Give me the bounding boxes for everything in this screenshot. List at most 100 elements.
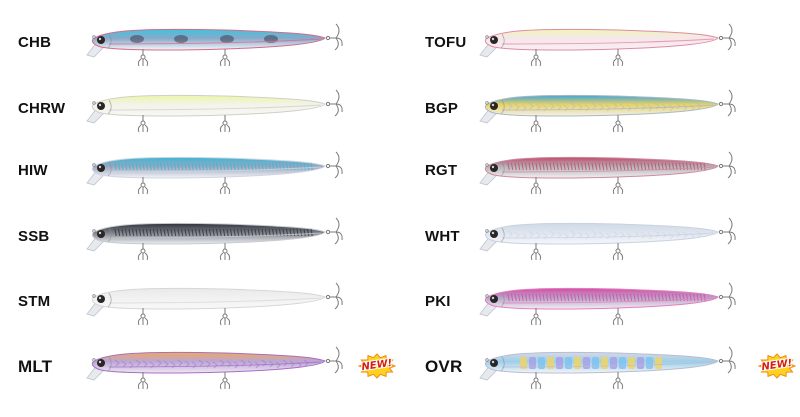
new-badge: NEW! <box>357 353 397 379</box>
lure-wht-image <box>479 217 736 261</box>
lure-pattern <box>507 293 706 302</box>
color-row-ssb: SSB <box>0 205 400 271</box>
lure-eye <box>490 230 498 238</box>
lure-pki-image <box>479 282 736 326</box>
lure-chb-image <box>86 23 343 67</box>
new-badge-label: NEW! <box>760 357 793 374</box>
middle-treble-hook <box>219 49 231 67</box>
rear-treble-hook <box>330 346 343 374</box>
lure-hiw-image <box>86 151 343 195</box>
lure-pattern <box>507 102 702 112</box>
color-row-ovr: OVR NEW! <box>400 334 800 400</box>
middle-treble-hook <box>219 177 231 195</box>
lure-body <box>91 28 326 51</box>
lure-eye <box>97 164 105 172</box>
front-treble-hook <box>530 115 542 133</box>
color-code-label: MLT <box>18 357 53 376</box>
lure-body <box>484 287 719 310</box>
rear-treble-hook <box>330 151 343 179</box>
middle-treble-hook <box>612 177 624 195</box>
lure-eye <box>490 36 498 44</box>
lure-body <box>91 222 326 245</box>
color-code-label: BGP <box>425 100 459 117</box>
left-color-column: CHB CHRW HIW SSB STM MLT NEW! <box>0 11 400 400</box>
middle-treble-hook <box>219 308 231 326</box>
front-treble-hook <box>530 372 542 390</box>
middle-treble-hook <box>612 49 624 67</box>
rear-treble-hook <box>723 217 736 245</box>
rear-treble-hook <box>330 282 343 310</box>
color-code-label: STM <box>18 293 51 310</box>
front-treble-hook <box>137 243 149 261</box>
lure-body <box>484 156 719 179</box>
lure-eye <box>97 295 105 303</box>
new-badge-label: NEW! <box>360 357 393 374</box>
color-code-label: SSB <box>18 228 50 245</box>
rear-treble-hook <box>723 23 736 51</box>
middle-treble-hook <box>612 372 624 390</box>
lure-eye <box>97 359 105 367</box>
lure-eye <box>490 102 498 110</box>
right-color-column: TOFU BGP RGT WHT PKI OVR NEW! <box>400 0 800 417</box>
color-code-label: CHB <box>18 34 52 51</box>
lure-body <box>91 156 326 179</box>
starburst-icon <box>357 353 397 379</box>
color-code-label: CHRW <box>18 100 66 117</box>
front-treble-hook <box>137 115 149 133</box>
lure-chrw-image <box>86 89 343 133</box>
lure-bgp-image <box>479 89 736 133</box>
rear-treble-hook <box>330 89 343 117</box>
color-code-label: TOFU <box>425 34 467 51</box>
color-row-mlt: MLT NEW! <box>0 334 400 400</box>
lure-body <box>91 94 326 117</box>
color-code-label: WHT <box>425 228 460 245</box>
color-code-label: RGT <box>425 162 458 179</box>
color-code-label: HIW <box>18 162 48 179</box>
starburst-icon <box>757 353 797 379</box>
middle-treble-hook <box>612 243 624 261</box>
lure-ovr-image <box>479 346 736 390</box>
new-badge: NEW! <box>757 353 797 379</box>
color-row-tofu: TOFU <box>400 11 800 77</box>
front-treble-hook <box>530 308 542 326</box>
lure-eye <box>97 230 105 238</box>
lure-tofu-image <box>479 23 736 67</box>
rear-treble-hook <box>723 151 736 179</box>
lure-mlt-image <box>86 346 343 390</box>
lure-pattern <box>507 162 706 171</box>
rear-treble-hook <box>723 282 736 310</box>
lure-body <box>91 287 326 310</box>
color-code-label: PKI <box>425 293 451 310</box>
front-treble-hook <box>137 177 149 195</box>
middle-treble-hook <box>219 115 231 133</box>
middle-treble-hook <box>612 115 624 133</box>
front-treble-hook <box>137 49 149 67</box>
front-treble-hook <box>530 177 542 195</box>
front-treble-hook <box>137 372 149 390</box>
lure-eye <box>490 359 498 367</box>
color-row-pki: PKI <box>400 270 800 336</box>
middle-treble-hook <box>219 243 231 261</box>
lure-rgt-image <box>479 151 736 195</box>
lure-eye <box>97 36 105 44</box>
color-code-label: OVR <box>425 357 463 376</box>
middle-treble-hook <box>612 308 624 326</box>
front-treble-hook <box>137 308 149 326</box>
rear-treble-hook <box>723 89 736 117</box>
lure-body <box>484 28 719 51</box>
lure-pattern <box>520 357 662 369</box>
rear-treble-hook <box>330 23 343 51</box>
lure-ssb-image <box>86 217 343 261</box>
color-row-bgp: BGP <box>400 77 800 143</box>
color-row-wht: WHT <box>400 205 800 271</box>
lure-eye <box>97 102 105 110</box>
color-row-chb: CHB <box>0 11 400 77</box>
front-treble-hook <box>530 243 542 261</box>
color-row-hiw: HIW <box>0 139 400 205</box>
color-row-chrw: CHRW <box>0 77 400 143</box>
middle-treble-hook <box>219 372 231 390</box>
lure-pattern <box>114 162 313 171</box>
rear-treble-hook <box>723 346 736 374</box>
rear-treble-hook <box>330 217 343 245</box>
